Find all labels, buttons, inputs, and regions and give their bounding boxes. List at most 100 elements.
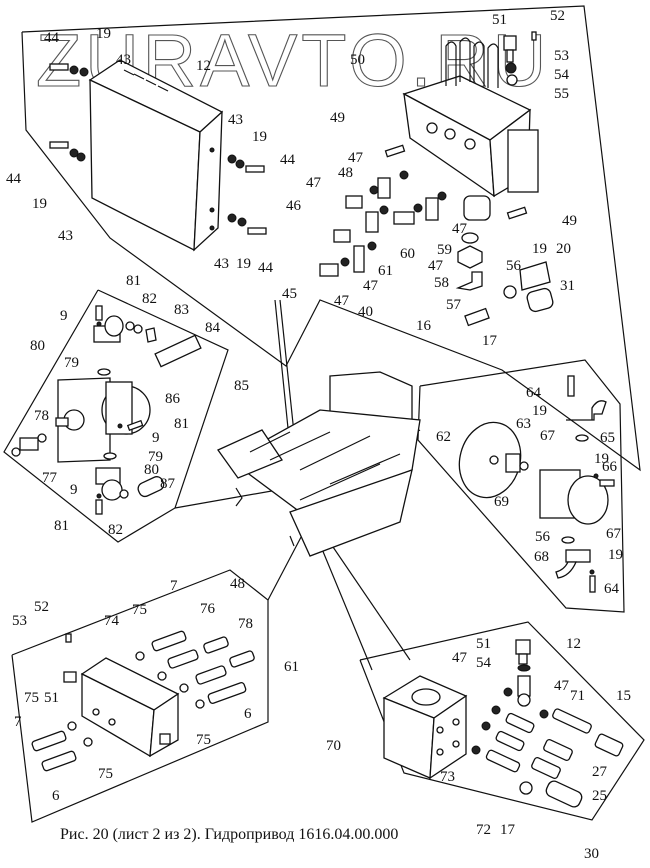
- part-label-54: 54: [476, 655, 492, 671]
- control-box-12: [88, 59, 224, 252]
- part-label-55: 55: [554, 86, 569, 102]
- part-label-45: 45: [282, 286, 297, 302]
- part-label-50: 50: [350, 52, 365, 68]
- part-label-43: 43: [228, 112, 243, 128]
- part-label-86: 86: [165, 391, 181, 407]
- part-label-47: 47: [348, 150, 364, 166]
- part-label-20: 20: [556, 241, 571, 257]
- part-label-7: 7: [14, 714, 22, 730]
- outline-right-motor: [417, 359, 625, 613]
- part-label-83: 83: [174, 302, 189, 318]
- part-label-84: 84: [205, 320, 221, 336]
- part-label-51: 51: [44, 690, 59, 706]
- part-label-6: 6: [244, 706, 252, 722]
- outline-top: [21, 5, 641, 472]
- part-label-43: 43: [58, 228, 73, 244]
- part-label-52: 52: [34, 599, 49, 615]
- part-label-70: 70: [326, 738, 341, 754]
- part-label-7: 7: [170, 578, 178, 594]
- part-label-43: 43: [116, 52, 131, 68]
- part-label-49: 49: [562, 213, 577, 229]
- part-label-44: 44: [280, 152, 296, 168]
- part-label-31: 31: [560, 278, 575, 294]
- part-label-19: 19: [236, 256, 251, 272]
- part-label-47: 47: [428, 258, 444, 274]
- part-label-19: 19: [608, 547, 623, 563]
- part-label-25: 25: [592, 788, 607, 804]
- part-label-78: 78: [34, 408, 49, 424]
- part-label-54: 54: [554, 67, 570, 83]
- part-label-9: 9: [60, 308, 68, 324]
- part-label-9: 9: [152, 430, 160, 446]
- valve-block-74: [63, 633, 180, 758]
- fittings-top-right: [319, 144, 554, 327]
- part-label-16: 16: [416, 318, 432, 334]
- part-label-77: 77: [42, 470, 58, 486]
- part-label-47: 47: [334, 293, 350, 309]
- part-label-12: 12: [566, 636, 581, 652]
- part-label-82: 82: [108, 522, 123, 538]
- part-label-78: 78: [238, 616, 253, 632]
- part-label-40: 40: [358, 304, 373, 320]
- part-label-81: 81: [54, 518, 69, 534]
- part-label-74: 74: [104, 613, 120, 629]
- part-label-47: 47: [452, 221, 468, 237]
- bolt-washer-set: [49, 63, 267, 235]
- part-label-17: 17: [482, 333, 498, 349]
- part-label-79: 79: [64, 355, 79, 371]
- part-label-44: 44: [6, 171, 22, 187]
- part-label-19: 19: [252, 129, 267, 145]
- part-label-47: 47: [452, 650, 468, 666]
- part-label-51: 51: [476, 636, 491, 652]
- part-label-47: 47: [306, 175, 322, 191]
- part-label-76: 76: [200, 601, 216, 617]
- part-label-19: 19: [594, 451, 609, 467]
- valve-block-70: [382, 675, 468, 780]
- figure-caption: Рис. 20 (лист 2 из 2). Гидропривод 1616.…: [60, 826, 399, 843]
- part-label-30: 30: [584, 846, 599, 862]
- part-label-43: 43: [214, 256, 229, 272]
- part-label-65: 65: [600, 430, 615, 446]
- part-label-46: 46: [286, 198, 302, 214]
- part-label-79: 79: [148, 449, 163, 465]
- fittings-bottom-right: [471, 639, 624, 808]
- part-label-56: 56: [535, 529, 551, 545]
- part-label-59: 59: [437, 242, 452, 258]
- part-label-87: 87: [160, 476, 176, 492]
- part-label-17: 17: [500, 822, 516, 838]
- part-label-80: 80: [144, 462, 159, 478]
- part-label-75: 75: [196, 732, 211, 748]
- part-label-80: 80: [30, 338, 45, 354]
- part-label-12: 12: [196, 58, 211, 74]
- part-label-56: 56: [506, 258, 522, 274]
- part-label-75: 75: [98, 766, 113, 782]
- machine-chassis: [217, 371, 421, 557]
- part-label-63: 63: [516, 416, 531, 432]
- part-label-81: 81: [174, 416, 189, 432]
- part-label-6: 6: [52, 788, 60, 804]
- part-label-15: 15: [616, 688, 631, 704]
- part-label-75: 75: [24, 690, 39, 706]
- part-label-52: 52: [550, 8, 565, 24]
- part-label-82: 82: [142, 291, 157, 307]
- valve-block-50: [402, 31, 539, 221]
- part-label-66: 66: [602, 459, 618, 475]
- part-label-47: 47: [363, 278, 379, 294]
- part-label-48: 48: [230, 576, 245, 592]
- part-label-75: 75: [132, 602, 147, 618]
- part-label-62: 62: [436, 429, 451, 445]
- part-label-19: 19: [32, 196, 47, 212]
- pump-motor-86: [11, 305, 202, 515]
- part-label-68: 68: [534, 549, 549, 565]
- part-label-58: 58: [434, 275, 449, 291]
- part-label-71: 71: [570, 688, 585, 704]
- pump-motor-67: [458, 375, 615, 593]
- part-label-67: 67: [540, 428, 556, 444]
- part-label-19: 19: [96, 26, 111, 42]
- part-label-72: 72: [476, 822, 491, 838]
- part-label-51: 51: [492, 12, 507, 28]
- part-label-69: 69: [494, 494, 509, 510]
- part-label-53: 53: [12, 613, 27, 629]
- part-label-48: 48: [338, 165, 353, 181]
